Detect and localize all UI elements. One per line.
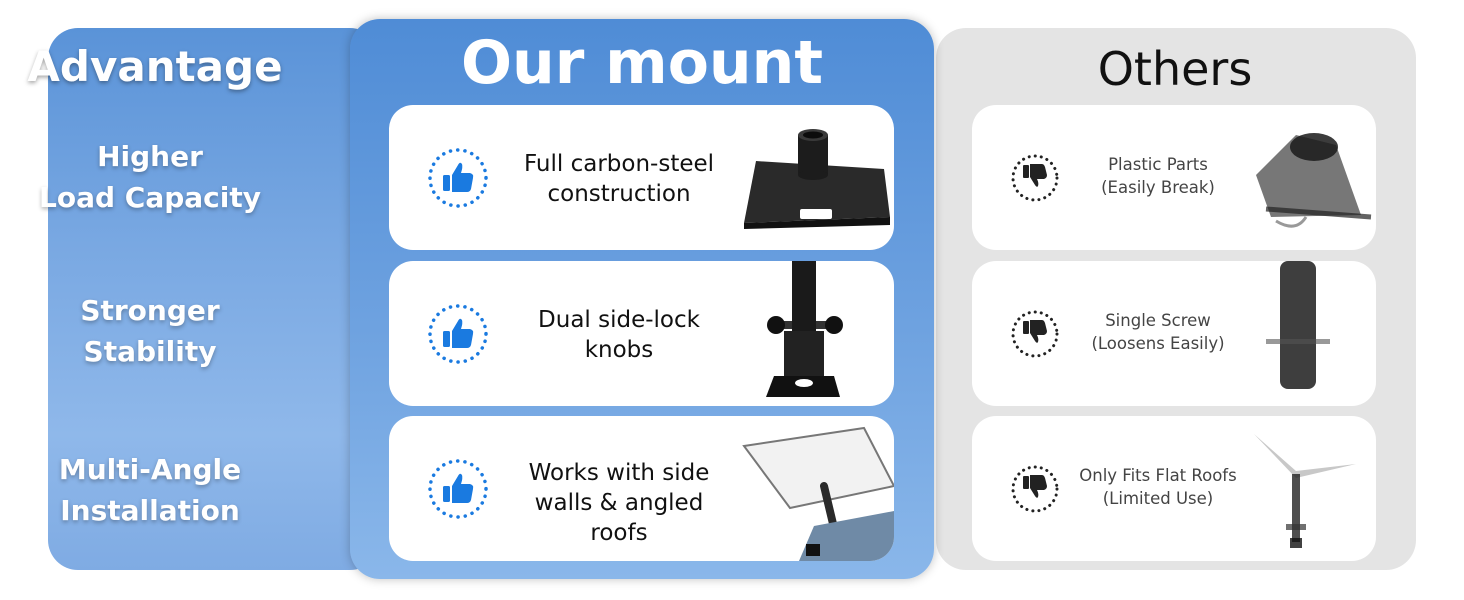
advantage-item-stability: Stronger Stability — [0, 290, 300, 372]
thumbs-down-icon — [1011, 465, 1059, 513]
thumbs-up-icon — [428, 459, 488, 519]
advantage-item-installation: Multi-Angle Installation — [0, 449, 300, 531]
our-mount-text: Works with side walls & angled roofs — [507, 458, 731, 548]
advantage-panel — [48, 28, 380, 570]
others-card-single-screw: Single Screw (Loosens Easily) — [972, 261, 1376, 406]
our-mount-text-line: walls & angled roofs — [534, 490, 704, 546]
others-text-line: (Limited Use) — [1102, 489, 1214, 508]
thumbs-up-icon — [428, 304, 488, 364]
our-mount-card-side-lock: Dual side-lock knobs — [389, 261, 894, 406]
side-lock-mount-image — [766, 261, 843, 397]
thumbs-up-icon — [428, 148, 488, 208]
angled-roof-mount-image — [742, 426, 894, 561]
our-mount-text-line: Works with side — [528, 460, 710, 486]
thumbs-down-icon — [1011, 154, 1059, 202]
advantage-item-line: Multi-Angle — [58, 453, 242, 486]
advantage-item-line: Higher — [97, 140, 203, 173]
our-mount-text: Dual side-lock knobs — [507, 305, 731, 365]
our-mount-text-line: Full carbon-steel — [523, 151, 715, 177]
others-text: Plastic Parts (Easily Break) — [1068, 153, 1248, 199]
flat-roof-mount-image — [1254, 434, 1356, 548]
our-mount-title: Our mount — [460, 28, 824, 98]
advantage-item-line: Stability — [83, 335, 217, 368]
others-text-line: Plastic Parts — [1108, 155, 1208, 174]
others-text-line: Single Screw — [1105, 311, 1211, 330]
our-mount-text-line: Dual side-lock — [538, 307, 700, 333]
others-card-flat-roofs: Only Fits Flat Roofs (Limited Use) — [972, 416, 1376, 561]
single-screw-mount-image — [1266, 261, 1330, 389]
advantage-title: Advantage — [27, 42, 283, 91]
our-mount-text-line: construction — [547, 181, 691, 207]
plastic-mount-image — [1256, 133, 1372, 228]
advantage-item-line: Stronger — [80, 294, 220, 327]
others-text-line: (Loosens Easily) — [1091, 334, 1225, 353]
thumbs-down-icon — [1011, 310, 1059, 358]
others-title: Others — [1097, 42, 1253, 96]
others-text: Only Fits Flat Roofs (Limited Use) — [1068, 464, 1248, 510]
our-mount-text: Full carbon-steel construction — [507, 149, 731, 209]
advantage-item-line: Load Capacity — [39, 181, 261, 214]
others-card-plastic: Plastic Parts (Easily Break) — [972, 105, 1376, 250]
advantage-item-line: Installation — [60, 494, 240, 527]
our-mount-card-angles: Works with side walls & angled roofs — [389, 416, 894, 561]
advantage-item-load-capacity: Higher Load Capacity — [0, 136, 300, 218]
our-mount-card-construction: Full carbon-steel construction — [389, 105, 894, 250]
steel-plate-mount-image — [744, 129, 890, 229]
others-text-line: (Easily Break) — [1101, 178, 1215, 197]
others-text-line: Only Fits Flat Roofs — [1079, 466, 1237, 485]
others-text: Single Screw (Loosens Easily) — [1068, 309, 1248, 355]
our-mount-text-line: knobs — [584, 337, 654, 363]
